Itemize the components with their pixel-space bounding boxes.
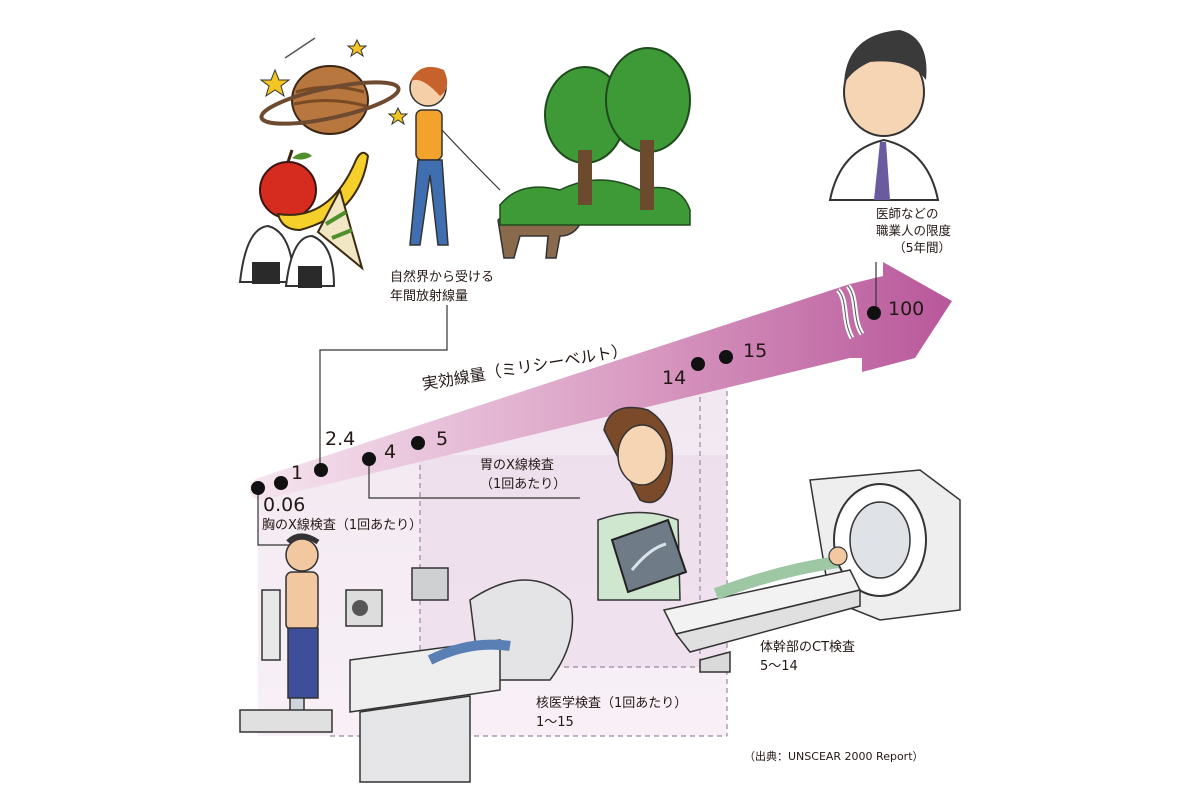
woman-with-xray-film-illustration <box>597 406 688 601</box>
occupational-caption-line-1: 医師などの <box>876 206 939 221</box>
occupational-limit-caption: 医師などの 職業人の限度 （5年間） <box>876 205 951 256</box>
dot-14 <box>691 357 705 371</box>
stomach-caption-line-1: 胃のX線検査 <box>480 458 554 473</box>
chest-xray-illustration <box>239 533 383 733</box>
natural-caption-line-2: 年間放射線量 <box>390 289 469 304</box>
dose-dots <box>251 306 881 495</box>
occupational-caption-line-2: 職業人の限度 <box>876 223 952 238</box>
natural-radiation-caption: 自然界から受ける 年間放射線量 <box>390 268 494 306</box>
ct-caption-line-1: 体幹部のCT検査 <box>760 640 856 655</box>
value-100: 100 <box>888 298 925 320</box>
dot-1 <box>274 476 288 490</box>
dose-arrow <box>249 262 953 500</box>
ct-caption-line-2: 5～14 <box>760 659 798 674</box>
leader-lines <box>257 262 877 546</box>
value-14: 14 <box>662 367 687 389</box>
dot-15 <box>719 350 733 364</box>
nuclear-caption-line-1: 核医学検査（1回あたり） <box>536 696 688 711</box>
value-2-4: 2.4 <box>325 428 356 450</box>
nuclear-medicine-illustration <box>349 567 574 783</box>
occupational-caption-line-3: （5年間） <box>893 240 952 255</box>
value-5: 5 <box>436 428 449 450</box>
stomach-xray-caption: 胃のX線検査 （1回あたり） <box>480 456 566 494</box>
trees-illustration <box>499 47 691 226</box>
nuclear-medicine-caption: 核医学検査（1回あたり） 1～15 <box>536 694 687 732</box>
dot-0-06 <box>251 481 265 495</box>
saturn-illustration <box>259 37 409 135</box>
ct-caption: 体幹部のCT検査 5～14 <box>760 638 855 676</box>
doctor-illustration <box>828 30 940 201</box>
stomach-caption-line-2: （1回あたり） <box>480 477 567 492</box>
chest-xray-caption: 胸のX線検査（1回あたり） <box>262 518 423 533</box>
value-1: 1 <box>291 462 304 484</box>
dot-5 <box>411 436 425 450</box>
dot-4 <box>362 452 376 466</box>
value-4: 4 <box>384 441 397 463</box>
ct-scanner-illustration <box>662 469 961 673</box>
nuclear-caption-line-2: 1～15 <box>536 715 574 730</box>
value-15: 15 <box>743 340 768 362</box>
natural-caption-line-1: 自然界から受ける <box>390 270 495 285</box>
dot-100 <box>867 306 881 320</box>
value-0-06: 0.06 <box>263 494 306 516</box>
source-citation: （出典：UNSCEAR 2000 Report） <box>744 750 924 763</box>
dot-2-4 <box>314 463 328 477</box>
food-illustration <box>238 149 370 288</box>
